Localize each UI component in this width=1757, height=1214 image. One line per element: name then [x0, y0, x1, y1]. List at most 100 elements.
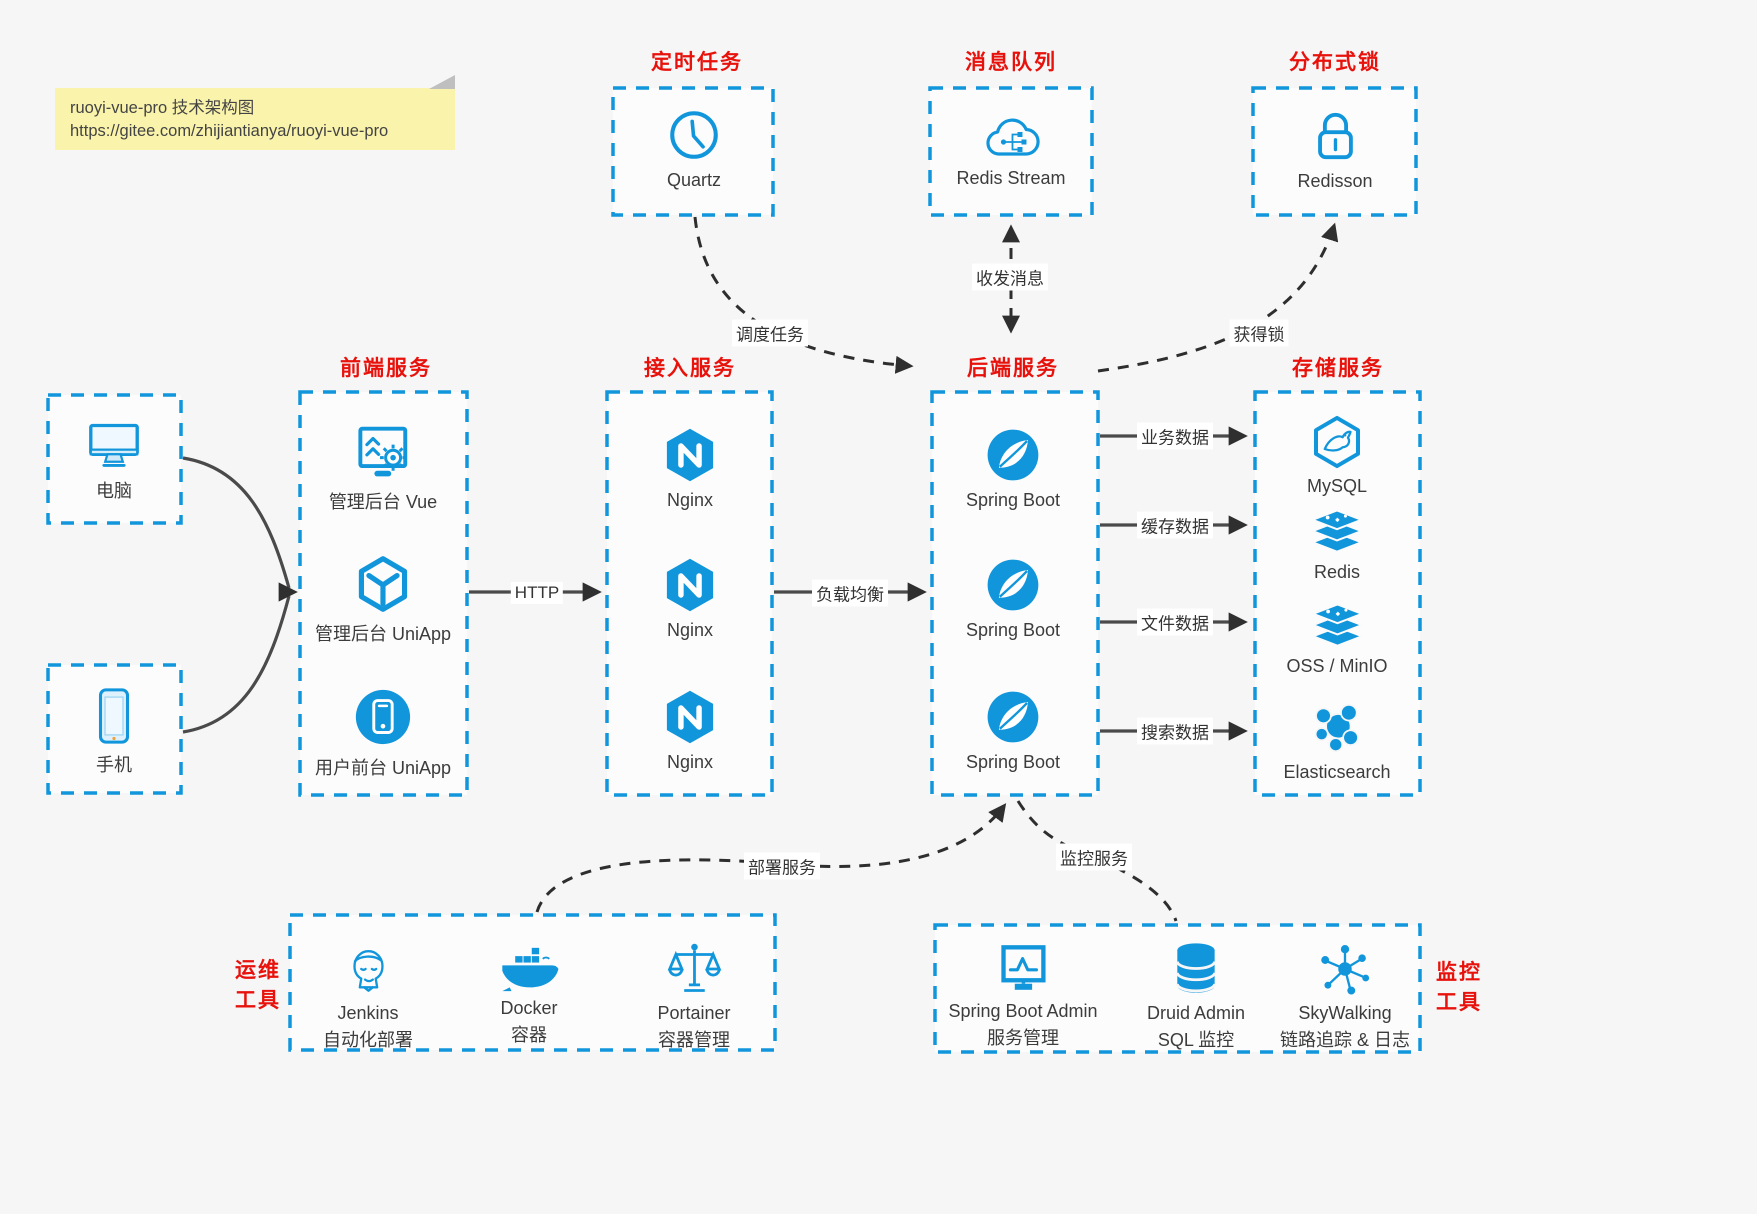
- node-label: 手机: [96, 755, 132, 775]
- node-spring-boot-admin: Spring Boot Admin 服务管理: [948, 943, 1098, 1050]
- node-nginx-1: Nginx: [661, 426, 719, 511]
- nginx-icon: [661, 556, 719, 614]
- node-redis-stream: Redis Stream: [956, 112, 1066, 189]
- scales-icon: [667, 941, 721, 997]
- sticky-note: ruoyi-vue-pro 技术架构图 https://gitee.com/zh…: [55, 75, 455, 150]
- monitor-icon: [84, 419, 144, 471]
- node-label: Redis: [1313, 562, 1361, 582]
- node-label: Spring Boot: [965, 752, 1061, 772]
- edge-label-search-data: 搜索数据: [1137, 717, 1213, 745]
- admin-screen-gear-icon: [352, 424, 414, 482]
- node-quartz: Quartz: [665, 106, 723, 191]
- node-label: SkyWalking: [1298, 1003, 1392, 1023]
- node-label: Elasticsearch: [1283, 762, 1391, 782]
- edge-label-load-balance: 负载均衡: [812, 579, 888, 607]
- node-portainer: Portainer 容器管理: [657, 941, 731, 1052]
- group-title-backend: 后端服务: [967, 357, 1059, 380]
- node-label: Druid Admin: [1146, 1003, 1246, 1023]
- stacked-layers-icon: [1307, 508, 1367, 556]
- edge-label-send-receive: 收发消息: [972, 263, 1048, 291]
- node-label: Spring Boot: [965, 620, 1061, 640]
- node-springboot-1: Spring Boot: [966, 426, 1060, 511]
- node-label: Jenkins: [337, 1003, 399, 1023]
- group-title-frontend: 前端服务: [340, 357, 432, 380]
- node-springboot-2: Spring Boot: [966, 556, 1060, 641]
- node-label: 电脑: [96, 481, 132, 501]
- node-label: Redisson: [1297, 171, 1373, 191]
- edge-label-biz-data: 业务数据: [1137, 422, 1213, 450]
- spring-leaf-icon: [984, 688, 1042, 746]
- node-docker: Docker 容器: [498, 946, 560, 1047]
- note-fold-corner: [429, 75, 455, 89]
- node-label: 管理后台 UniApp: [314, 624, 452, 644]
- node-skywalking: SkyWalking 链路追踪 & 日志: [1280, 941, 1410, 1052]
- spring-leaf-icon: [984, 426, 1042, 484]
- group-title-storage: 存储服务: [1292, 357, 1384, 380]
- clock-icon: [665, 106, 723, 164]
- cloud-share-icon: [979, 112, 1043, 162]
- edge-label-file-data: 文件数据: [1137, 608, 1213, 636]
- database-icon: [1171, 941, 1221, 997]
- node-admin-uniapp: 管理后台 UniApp: [315, 554, 451, 646]
- node-label: Docker: [500, 998, 558, 1018]
- node-pc: 电脑: [84, 419, 144, 503]
- node-label: MySQL: [1306, 476, 1368, 496]
- node-sublabel: 链路追踪 & 日志: [1279, 1030, 1411, 1050]
- node-jenkins: Jenkins 自动化部署: [323, 941, 413, 1052]
- node-springboot-3: Spring Boot: [966, 688, 1060, 773]
- spring-leaf-icon: [984, 556, 1042, 614]
- cube-icon: [353, 554, 413, 614]
- nginx-icon: [661, 688, 719, 746]
- node-label: OSS / MinIO: [1286, 656, 1388, 676]
- node-sublabel: SQL 监控: [1157, 1030, 1235, 1050]
- cluster-icon: [1309, 700, 1365, 756]
- node-user-uniapp: 用户前台 UniApp: [315, 686, 451, 780]
- group-title-scheduled: 定时任务: [651, 51, 743, 74]
- edge-acquire-lock: [1097, 222, 1339, 373]
- node-druid-admin: Druid Admin SQL 监控: [1147, 941, 1245, 1052]
- nginx-icon: [661, 426, 719, 484]
- node-sublabel: 容器管理: [657, 1030, 730, 1050]
- node-label: Portainer: [657, 1003, 731, 1023]
- group-title-mq: 消息队列: [965, 51, 1057, 74]
- edge-label-deploy: 部署服务: [744, 852, 820, 880]
- node-redis: Redis: [1307, 508, 1367, 583]
- edge-mobile-frontend: [182, 595, 291, 734]
- node-label: 管理后台 Vue: [328, 492, 438, 512]
- jenkins-icon: [341, 941, 395, 997]
- node-admin-vue: 管理后台 Vue: [329, 424, 437, 514]
- node-redisson: Redisson: [1297, 107, 1373, 192]
- node-label: Nginx: [666, 620, 714, 640]
- node-elasticsearch: Elasticsearch: [1283, 700, 1391, 783]
- app-circle-icon: [352, 686, 414, 748]
- node-label: Nginx: [666, 752, 714, 772]
- edge-label-monitor: 监控服务: [1056, 843, 1132, 871]
- edge-label-acquire-lock: 获得锁: [1229, 319, 1289, 347]
- node-label: Quartz: [666, 170, 722, 190]
- node-sublabel: 自动化部署: [323, 1030, 413, 1050]
- node-label: Nginx: [666, 490, 714, 510]
- edge-label-schedule-task: 调度任务: [732, 319, 808, 347]
- node-oss-minio: OSS / MinIO: [1286, 602, 1388, 677]
- edge-label-http: HTTP: [510, 582, 564, 604]
- phone-icon: [96, 687, 132, 745]
- node-label: Spring Boot: [965, 490, 1061, 510]
- ops-tools-title: 运维 工具: [235, 959, 281, 1012]
- note-title: ruoyi-vue-pro 技术架构图: [70, 99, 255, 117]
- network-nodes-icon: [1318, 941, 1372, 997]
- node-label: Redis Stream: [956, 168, 1066, 188]
- group-title-lock: 分布式锁: [1289, 51, 1381, 74]
- edge-label-cache-data: 缓存数据: [1137, 511, 1213, 539]
- monitor-chart-icon: [994, 943, 1052, 995]
- node-mysql: MySQL: [1307, 414, 1367, 497]
- node-nginx-3: Nginx: [661, 688, 719, 773]
- stacked-layers-icon: [1307, 602, 1367, 650]
- group-title-gateway: 接入服务: [644, 357, 736, 380]
- lock-icon: [1308, 107, 1362, 165]
- node-nginx-2: Nginx: [661, 556, 719, 641]
- node-sublabel: 容器: [511, 1025, 547, 1045]
- node-mobile: 手机: [96, 687, 132, 777]
- monitoring-tools-title: 监控 工具: [1436, 961, 1482, 1014]
